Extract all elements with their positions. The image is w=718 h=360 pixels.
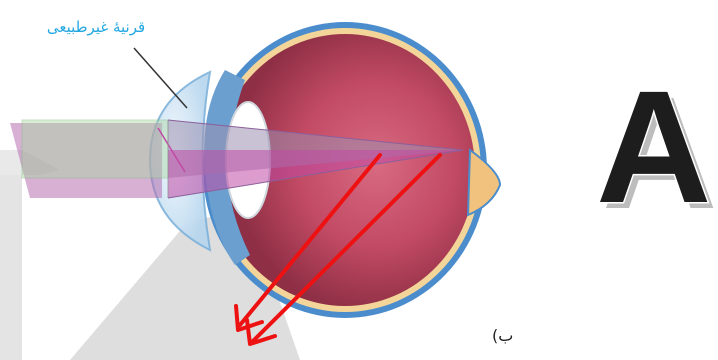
panel-label: ب) bbox=[492, 326, 513, 345]
cornea-label: قرنیهٔ غیرطبیعی bbox=[26, 18, 166, 36]
letter-a: A A bbox=[596, 57, 718, 242]
cornea-pointer-line bbox=[134, 48, 187, 108]
svg-text:A: A bbox=[596, 57, 712, 236]
